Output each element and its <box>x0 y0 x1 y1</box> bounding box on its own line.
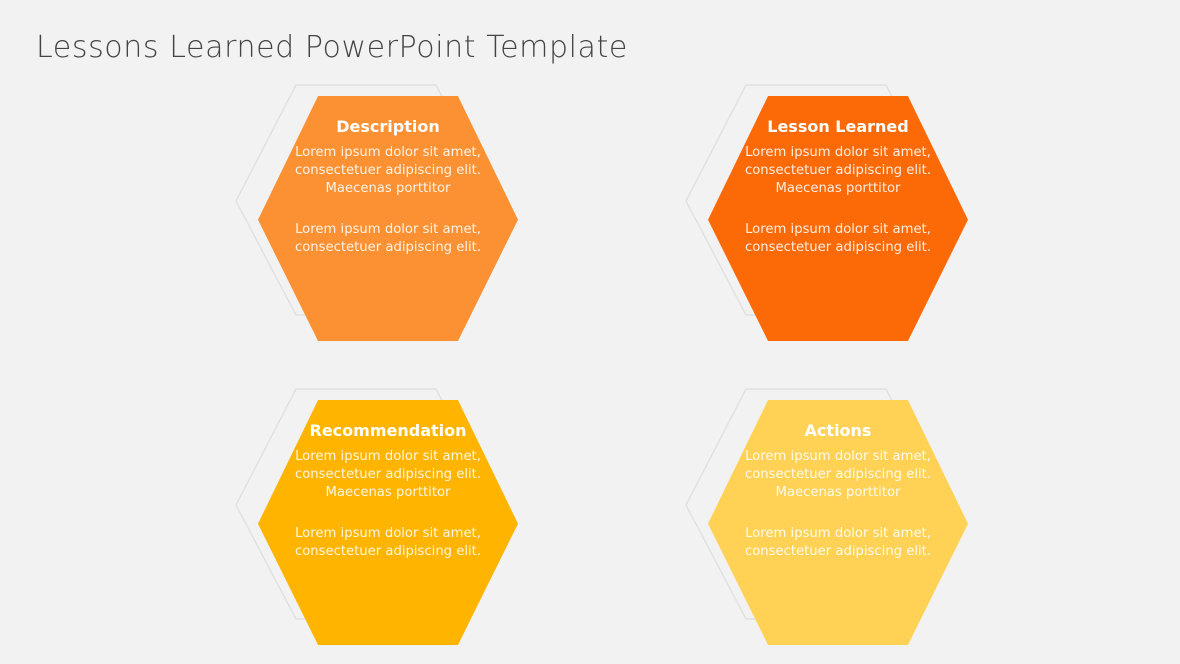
hexagon-fill-shape <box>258 96 518 341</box>
hex-card-content: Recommendation Lorem ipsum dolor sit ame… <box>258 400 518 645</box>
hex-card-body-1: Lorem ipsum dolor sit amet, consectetuer… <box>744 145 932 197</box>
hex-card-body-1: Lorem ipsum dolor sit amet, consectetuer… <box>294 145 482 197</box>
hexagon-fill-shape <box>708 400 968 645</box>
hex-card-heading: Recommendation <box>309 421 467 440</box>
hex-card-body-2: Lorem ipsum dolor sit amet, consectetuer… <box>294 221 482 255</box>
hex-card-content: Lesson Learned Lorem ipsum dolor sit ame… <box>708 96 968 341</box>
hex-card-recommendation[interactable]: Recommendation Lorem ipsum dolor sit ame… <box>235 388 518 651</box>
hex-card-description[interactable]: Description Lorem ipsum dolor sit amet, … <box>235 84 518 347</box>
hexagon-fill-shape <box>258 400 518 645</box>
page-title: Lessons Learned PowerPoint Template <box>36 30 628 65</box>
hex-card-heading: Description <box>336 117 440 136</box>
hex-card-body-2: Lorem ipsum dolor sit amet, consectetuer… <box>294 525 482 559</box>
hex-card-body-1: Lorem ipsum dolor sit amet, consectetuer… <box>294 449 482 501</box>
hex-card-content: Actions Lorem ipsum dolor sit amet, cons… <box>708 400 968 645</box>
hex-card-actions[interactable]: Actions Lorem ipsum dolor sit amet, cons… <box>685 388 968 651</box>
hex-card-body-2: Lorem ipsum dolor sit amet, consectetuer… <box>744 221 932 255</box>
hex-card-content: Description Lorem ipsum dolor sit amet, … <box>258 96 518 341</box>
hex-card-body-1: Lorem ipsum dolor sit amet, consectetuer… <box>744 449 932 501</box>
hex-card-heading: Lesson Learned <box>767 117 909 136</box>
hex-card-heading: Actions <box>804 421 872 440</box>
hex-card-body-2: Lorem ipsum dolor sit amet, consectetuer… <box>744 525 932 559</box>
hexagon-fill-shape <box>708 96 968 341</box>
hex-card-lesson-learned[interactable]: Lesson Learned Lorem ipsum dolor sit ame… <box>685 84 968 347</box>
